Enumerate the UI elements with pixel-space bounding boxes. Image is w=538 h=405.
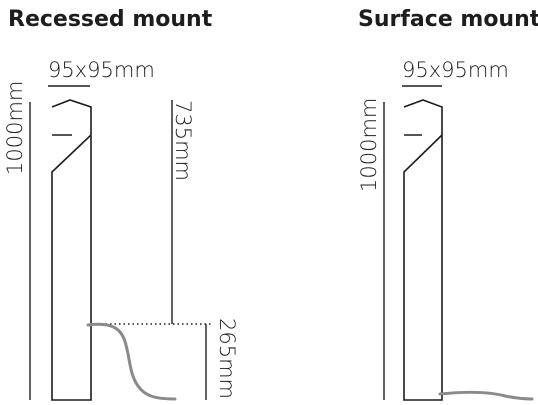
recessed-above-ground-label: 735mm — [171, 100, 195, 181]
recessed-mount-group: Recessed mount 95x95mm 1000mm 735mm 265m… — [3, 7, 239, 401]
surface-cable — [438, 390, 534, 401]
surface-width-label: 95x95mm — [402, 58, 509, 82]
recessed-below-ground-label: 265mm — [215, 318, 239, 399]
surface-mount-group: Surface mount 95x95mm 1000mm — [357, 7, 538, 401]
surface-post-outline — [403, 99, 443, 401]
recessed-width-label: 95x95mm — [48, 58, 155, 82]
recessed-post-outline — [51, 99, 92, 401]
recessed-height-label: 1000mm — [3, 81, 27, 175]
recessed-mount-title: Recessed mount — [8, 7, 213, 32]
surface-height-label: 1000mm — [357, 98, 381, 192]
surface-mount-title: Surface mount — [358, 7, 538, 32]
recessed-cable — [86, 322, 177, 401]
